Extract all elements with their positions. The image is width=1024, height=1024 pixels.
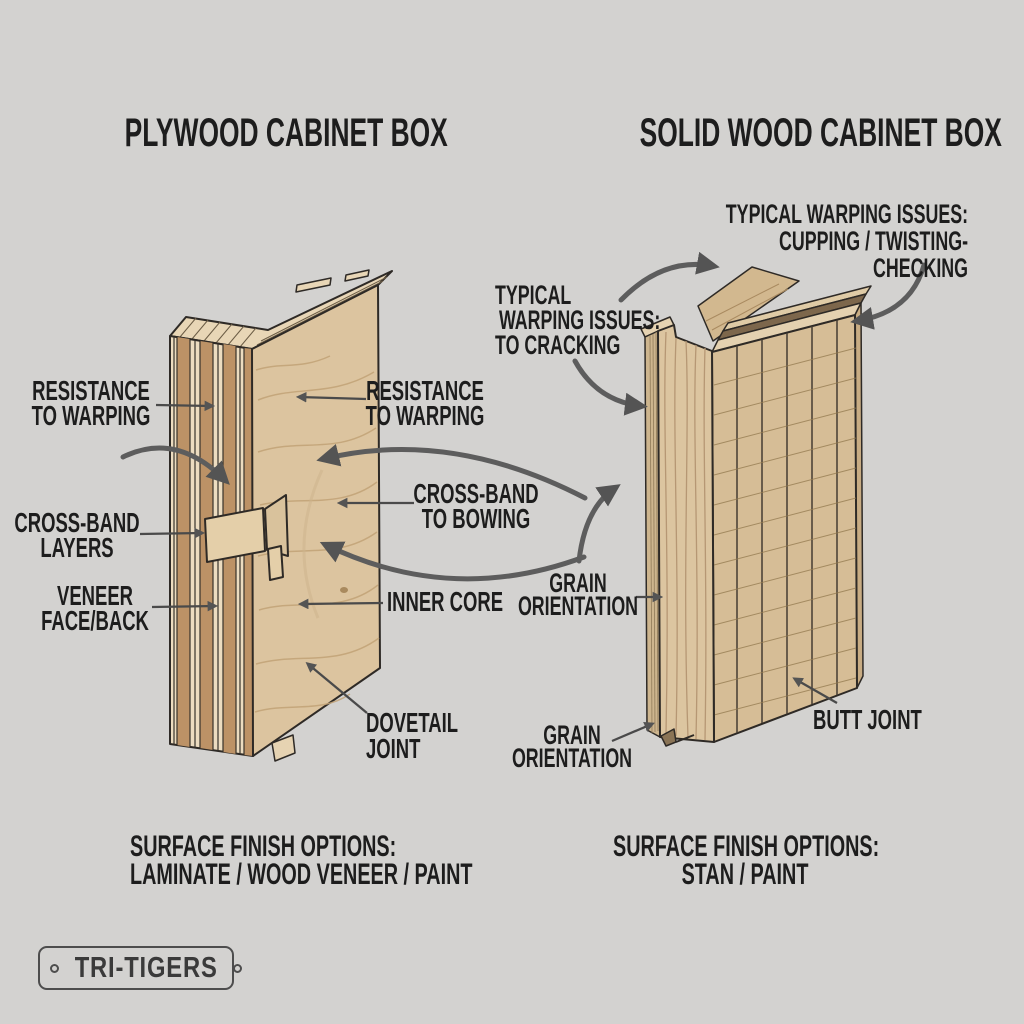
arrow-grain-bottom xyxy=(611,722,655,743)
arrow-veneer-face-back xyxy=(151,600,219,612)
curved-arrow-grain xyxy=(576,484,621,564)
logo-screw-right-icon xyxy=(233,963,243,973)
label-grain-orientation-bottom: GRAIN ORIENTATION xyxy=(511,720,633,773)
label-grain-orientation-mid: GRAIN ORIENTATION xyxy=(517,568,639,621)
arrow-resistance-left xyxy=(155,400,216,412)
left-footer: SURFACE FINISH OPTIONS: LAMINATE / WOOD … xyxy=(130,830,473,891)
label-butt-joint: BUTT JOINT xyxy=(813,704,922,735)
curved-arrow-bowing-top xyxy=(316,444,588,501)
arrow-dovetail-joint xyxy=(305,661,368,714)
plywood-illustration xyxy=(169,269,393,762)
callout-arrows xyxy=(120,251,927,743)
curved-arrow-cracking xyxy=(572,358,648,416)
solid-wood-illustration xyxy=(640,266,872,747)
label-resistance-to-warping-right: RESISTANCE TO WARPING xyxy=(365,375,485,431)
arrow-cross-band-layers xyxy=(139,527,206,539)
arrow-resistance-right xyxy=(295,391,367,403)
logo-screw-left-icon xyxy=(50,963,59,973)
label-warping-issues-left: TYPICAL WARPING ISSUES: TO CRACKING xyxy=(495,280,661,360)
curved-arrow-warping-top-left xyxy=(618,251,720,303)
label-inner-core: INNER CORE xyxy=(387,586,504,617)
curved-arrow-cross-band xyxy=(120,445,230,485)
curved-arrow-checking xyxy=(850,262,927,330)
curved-arrow-bowing-bottom xyxy=(319,541,587,582)
right-footer: SURFACE FINISH OPTIONS: STAN / PAINT xyxy=(613,830,880,891)
arrow-butt-joint xyxy=(792,677,838,704)
label-veneer-face-back: VENEER FACE/BACK xyxy=(41,580,149,636)
right-title: SOLID WOOD CABINET BOX xyxy=(639,111,1002,155)
label-warping-issues-top: TYPICAL WARPING ISSUES: CUPPING / TWISTI… xyxy=(725,199,968,283)
logo-text: TRI-TIGERS xyxy=(74,951,218,984)
label-resistance-to-warping-left: RESISTANCE TO WARPING xyxy=(31,375,151,431)
label-cross-band-to-bowing: CROSS-BAND TO BOWING xyxy=(413,478,539,534)
logo-plate: TRI-TIGERS xyxy=(38,946,243,990)
left-title: PLYWOOD CABINET BOX xyxy=(124,111,448,155)
label-dovetail-joint: DOVETAIL JOINT xyxy=(366,707,459,764)
arrow-inner-core xyxy=(297,598,384,610)
label-cross-band-layers: CROSS-BAND LAYERS xyxy=(14,507,140,563)
